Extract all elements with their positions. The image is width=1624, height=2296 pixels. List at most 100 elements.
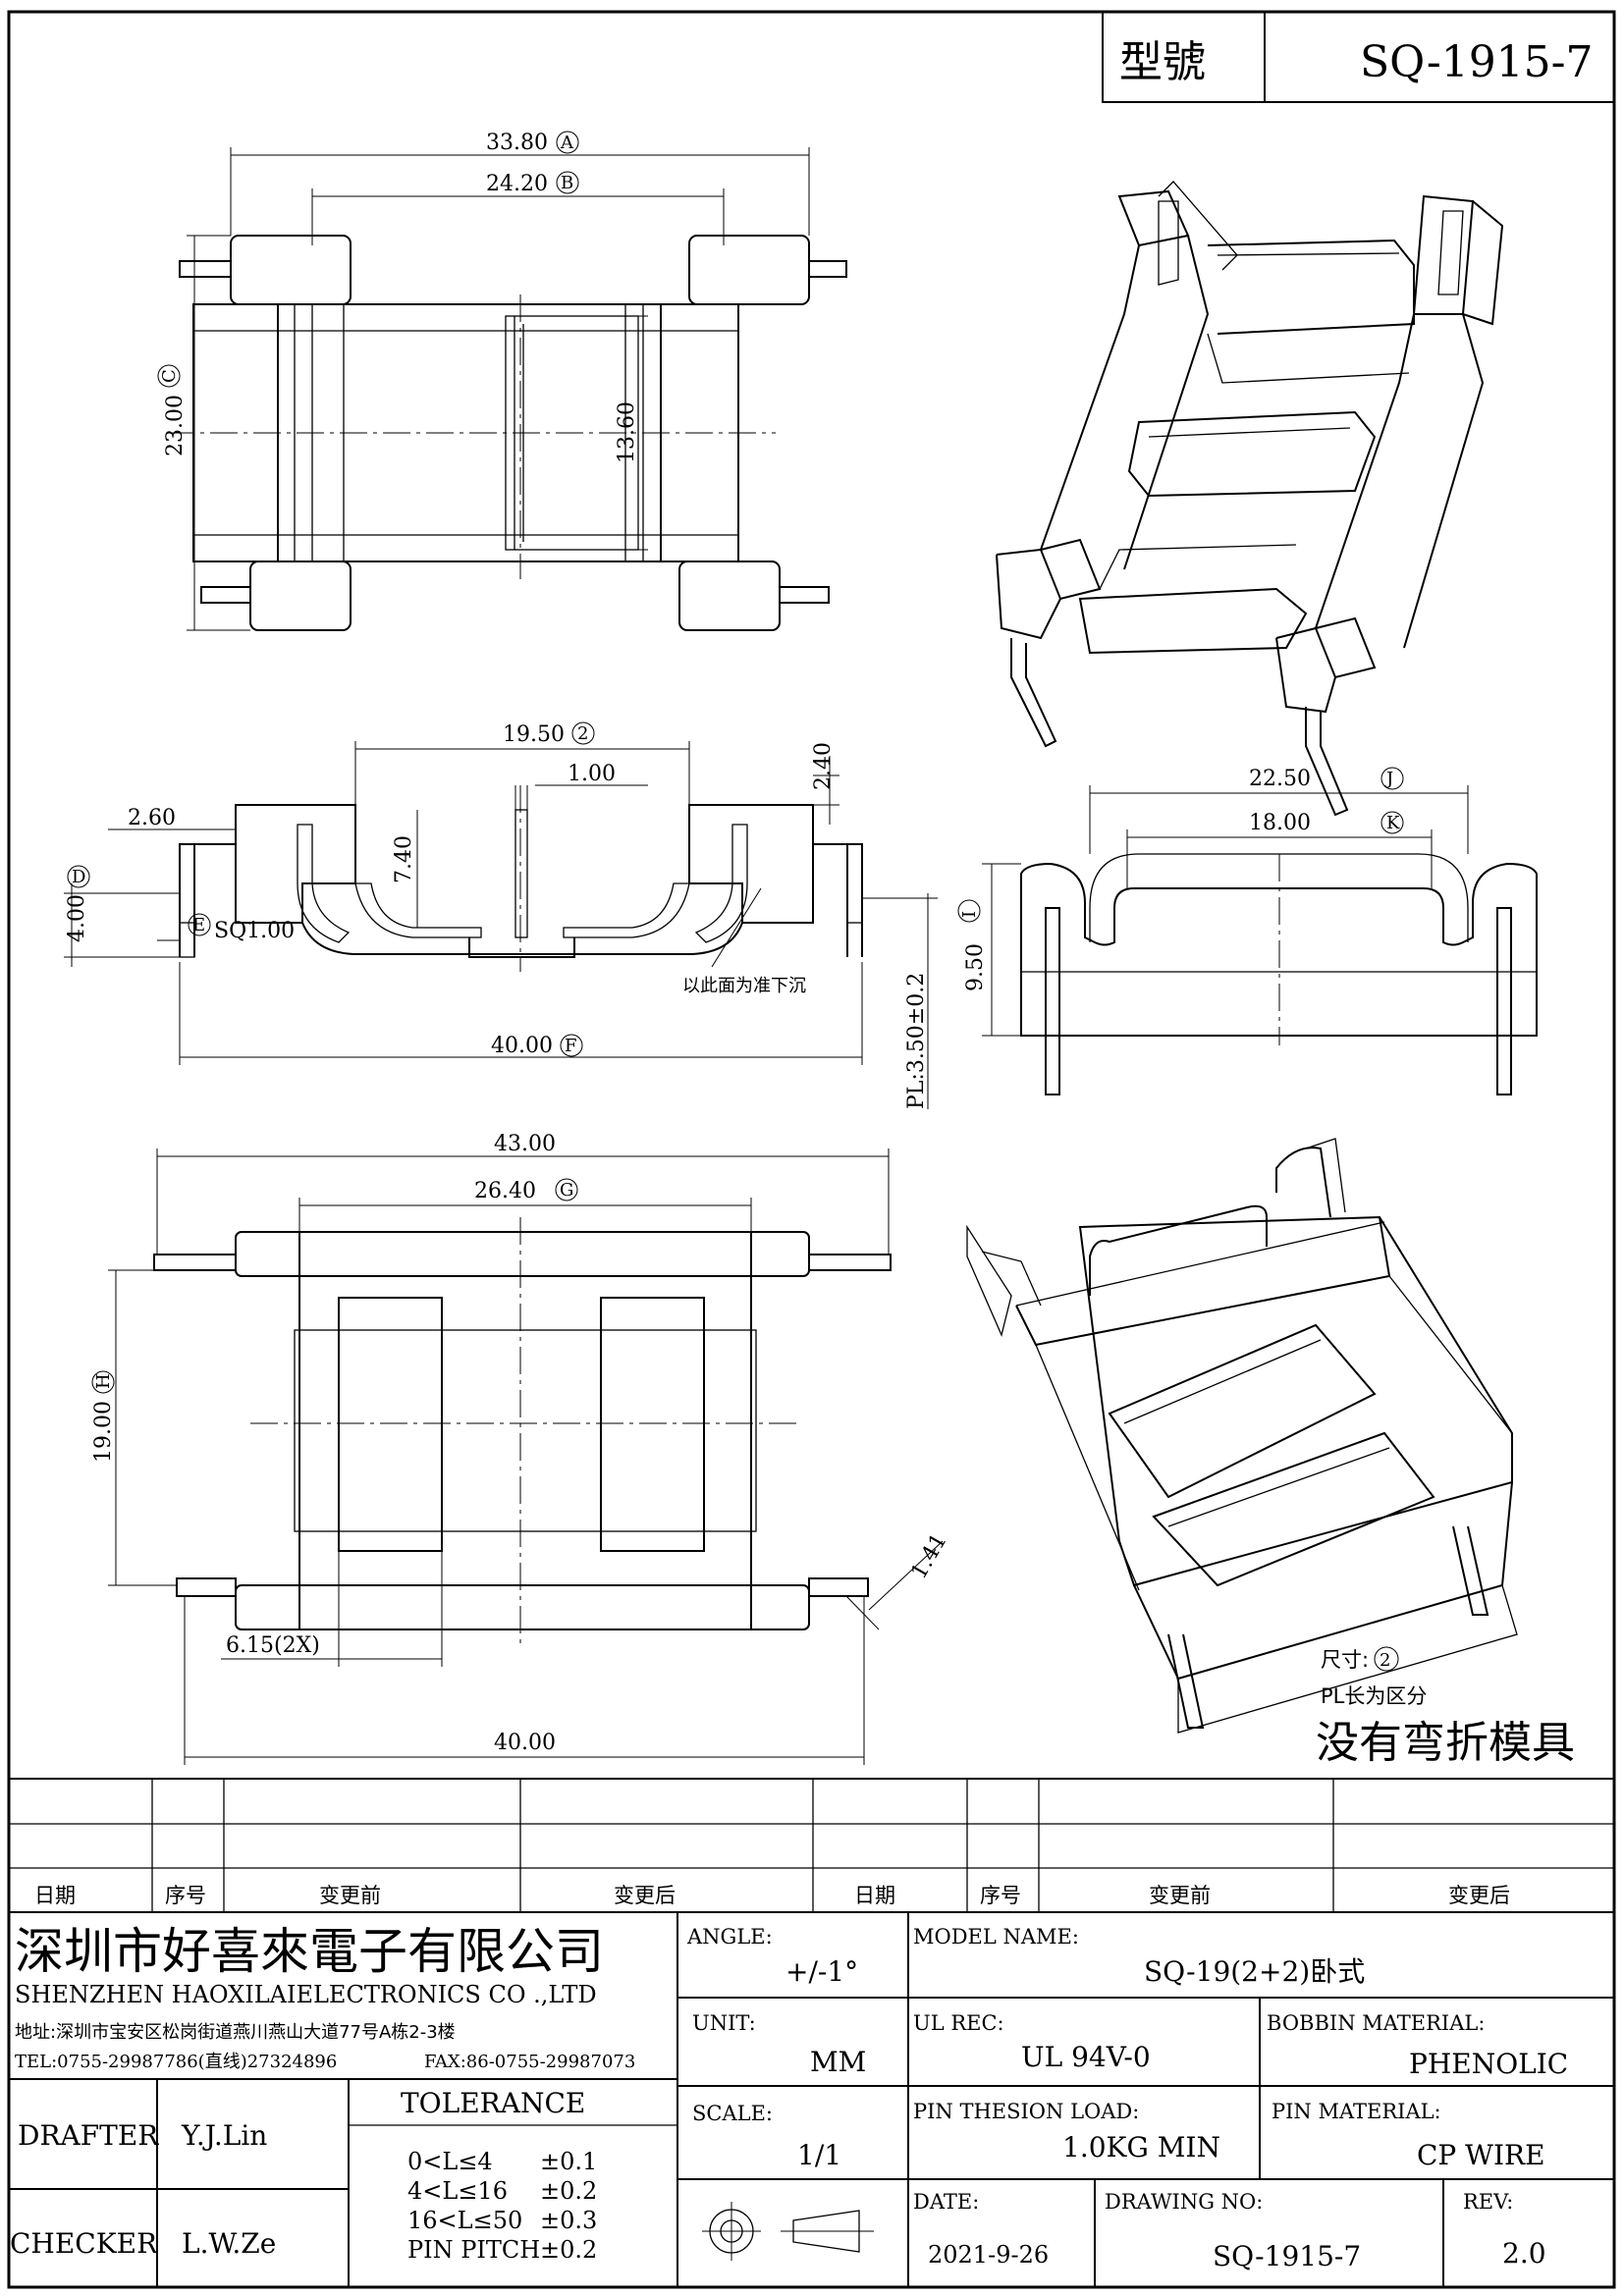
- dim-22-50: 22.50: [1249, 767, 1311, 791]
- dim-sq-1-00: SQ1.00: [214, 919, 295, 943]
- dim-2-40: 2.40: [811, 742, 836, 790]
- drawing-no-value: SQ-1915-7: [1213, 2240, 1361, 2272]
- unit-value: MM: [810, 2046, 866, 2078]
- tol-value-4: ±0.2: [540, 2236, 597, 2264]
- sheet-border: [7, 10, 1616, 2289]
- dim-9-50: 9.50: [963, 943, 988, 991]
- drawing-no-label: DRAWING NO:: [1105, 2190, 1263, 2214]
- note-pl: PL长为区分: [1321, 1684, 1427, 1708]
- side-view: 22.50 J 18.00 K I 9.50: [957, 767, 1538, 1095]
- tag-c: C: [159, 369, 180, 383]
- tag-i: I: [959, 911, 980, 918]
- tol-value-2: ±0.2: [540, 2177, 597, 2205]
- top-view: 33.80 A 24.20 B 23.00 C 13.60: [157, 131, 847, 631]
- tag-e: E: [192, 915, 205, 935]
- checker-name: L.W.Ze: [182, 2227, 276, 2260]
- notes: 尺寸: 2 PL长为区分 没有弯折模具: [1316, 1646, 1575, 1768]
- dim-6-15: 6.15(2X): [226, 1633, 320, 1658]
- model-name-label: MODEL NAME:: [913, 1925, 1079, 1949]
- bottom-view: 43.00 26.40 G H 19.00 1.41 6.15(2X) 40.0…: [91, 1132, 952, 1765]
- date-value: 2021-9-26: [928, 2241, 1049, 2269]
- rev-label: REV:: [1463, 2190, 1513, 2214]
- bobbin-value: PHENOLIC: [1409, 2048, 1568, 2080]
- isometric-view-top: [996, 181, 1504, 817]
- ul-rec-value: UL 94V-0: [1021, 2041, 1151, 2073]
- rev-header-seq-1: 序号: [165, 1884, 206, 1907]
- bobbin-label: BOBBIN MATERIAL:: [1267, 2011, 1485, 2035]
- rev-header-seq-2: 序号: [980, 1884, 1021, 1907]
- scale-value: 1/1: [797, 2139, 841, 2171]
- checker-label: CHECKER: [10, 2227, 158, 2260]
- company-tel: TEL:0755-29987786(直线)27324896: [15, 2052, 337, 2072]
- header-model-box: 型號 SQ-1915-7: [1102, 11, 1615, 103]
- company-fax: FAX:86-0755-29987073: [424, 2052, 635, 2072]
- drafter-name: Y.J.Lin: [181, 2119, 267, 2152]
- company-address: 地址:深圳市宝安区松岗街道燕川燕山大道77号A栋2-3楼: [15, 2022, 456, 2043]
- tol-range-1: 0<L≤4: [407, 2148, 493, 2175]
- tag-k: K: [1386, 813, 1400, 833]
- rev-header-before-1: 变更前: [319, 1884, 381, 1907]
- projection-symbol-icon: [702, 2202, 874, 2261]
- tag-d: D: [72, 867, 85, 887]
- dim-a: 33.80: [486, 131, 548, 155]
- rev-value: 2.0: [1502, 2237, 1546, 2269]
- rev-header-after-1: 变更后: [614, 1884, 676, 1907]
- note-no-bend: 没有弯折模具: [1316, 1718, 1575, 1768]
- dim-18-00: 18.00: [1249, 811, 1311, 835]
- dim-40-00-f: 40.00: [491, 1034, 553, 1058]
- dim-2-60: 2.60: [128, 806, 176, 830]
- dim-c: 23.00: [163, 395, 188, 456]
- tag-j: J: [1384, 769, 1393, 789]
- company-name-en: SHENZHEN HAOXILAIELECTRONICS CO .,LTD: [15, 1981, 597, 2008]
- tag-2: 2: [577, 723, 588, 744]
- dim-1-41: 1.41: [907, 1529, 952, 1583]
- unit-label: UNIT:: [692, 2011, 756, 2035]
- scale-label: SCALE:: [692, 2102, 773, 2125]
- tol-range-4: PIN PITCH: [407, 2236, 540, 2264]
- model-name-value: SQ-19(2+2)卧式: [1144, 1955, 1365, 1988]
- dim-b: 24.20: [486, 172, 548, 196]
- revision-table: 日期 序号 变更前 变更后 日期 序号 变更前 变更后: [9, 1778, 1614, 1913]
- tol-value-1: ±0.1: [540, 2148, 597, 2175]
- tolerance-label: TOLERANCE: [401, 2087, 585, 2119]
- dim-26-40: 26.40: [474, 1179, 536, 1203]
- ul-rec-label: UL REC:: [913, 2011, 1004, 2035]
- pin-material-label: PIN MATERIAL:: [1272, 2100, 1441, 2123]
- company-name-cn: 深圳市好喜來電子有限公司: [15, 1923, 604, 1980]
- rev-header-date-1: 日期: [34, 1884, 76, 1907]
- drafter-label: DRAFTER: [18, 2119, 159, 2152]
- dim-7-40: 7.40: [392, 835, 416, 883]
- note-size-label: 尺寸:: [1321, 1648, 1369, 1672]
- title-block: 深圳市好喜來電子有限公司 SHENZHEN HAOXILAIELECTRONIC…: [9, 1912, 1614, 2287]
- tol-range-3: 16<L≤50: [407, 2207, 522, 2234]
- tag-a: A: [560, 133, 574, 153]
- date-label: DATE:: [913, 2190, 979, 2214]
- note-plane: 以此面为准下沉: [682, 976, 806, 996]
- angle-value: +/-1°: [785, 1955, 858, 1988]
- dim-19-50: 19.50: [503, 722, 565, 747]
- rev-header-after-2: 变更后: [1448, 1884, 1510, 1907]
- pin-load-value: 1.0KG MIN: [1062, 2131, 1220, 2163]
- dim-13-60: 13.60: [615, 401, 639, 463]
- pin-load-label: PIN THESION LOAD:: [913, 2100, 1139, 2123]
- dim-1-00: 1.00: [568, 762, 616, 786]
- dim-19-00: 19.00: [91, 1401, 116, 1463]
- rev-header-before-2: 变更前: [1149, 1884, 1211, 1907]
- rev-header-date-2: 日期: [854, 1884, 895, 1907]
- model-label: 型號: [1119, 37, 1206, 87]
- isometric-view-bottom: [966, 1138, 1518, 1734]
- tol-value-3: ±0.3: [540, 2207, 597, 2234]
- tag-g: G: [560, 1180, 573, 1201]
- dim-4-00: 4.00: [65, 894, 89, 942]
- dim-40-00: 40.00: [494, 1731, 556, 1755]
- tol-range-2: 4<L≤16: [407, 2177, 508, 2205]
- angle-label: ANGLE:: [686, 1925, 773, 1949]
- pin-material-value: CP WIRE: [1417, 2139, 1545, 2171]
- front-view: 19.50 2 1.00 2.40 2.60 7.40 D 4.00 E SQ1…: [64, 721, 938, 1109]
- dim-pl: PL:3.50±0.2: [904, 973, 929, 1109]
- tag-h: H: [93, 1373, 114, 1389]
- tag-f: F: [565, 1036, 577, 1056]
- note-size-tag: 2: [1380, 1650, 1390, 1671]
- model-value: SQ-1915-7: [1360, 37, 1594, 87]
